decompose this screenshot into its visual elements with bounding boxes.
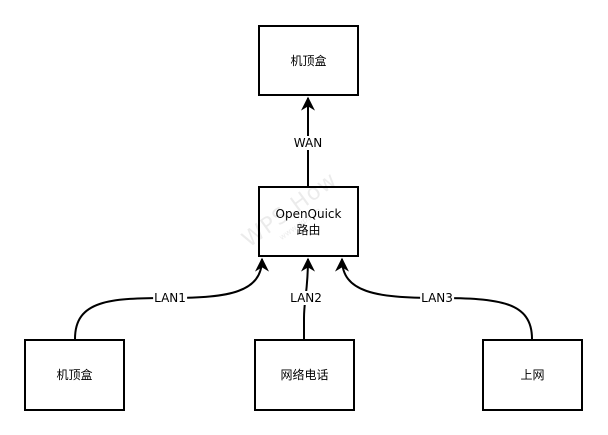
- node-set-top-box-label: 机顶盒: [56, 368, 93, 382]
- node-router-label-line2: 路由: [296, 222, 321, 237]
- node-top-set-top-box: 机顶盒: [258, 25, 359, 96]
- edge-label-lan2: LAN2: [289, 291, 323, 305]
- node-router-label-line1: OpenQuick: [275, 206, 342, 221]
- node-voip-phone-label: 网络电话: [280, 368, 329, 382]
- edge-label-wan: WAN: [292, 136, 324, 150]
- node-voip-phone: 网络电话: [254, 339, 355, 411]
- node-openquick-router: OpenQuick 路由: [258, 186, 359, 257]
- edge-label-lan1: LAN1: [153, 291, 187, 305]
- node-internet: 上网: [482, 339, 583, 411]
- node-top-set-top-box-label: 机顶盒: [290, 53, 327, 68]
- edge-label-lan3: LAN3: [420, 291, 454, 305]
- node-set-top-box: 机顶盒: [24, 339, 125, 411]
- node-internet-label: 上网: [520, 368, 545, 382]
